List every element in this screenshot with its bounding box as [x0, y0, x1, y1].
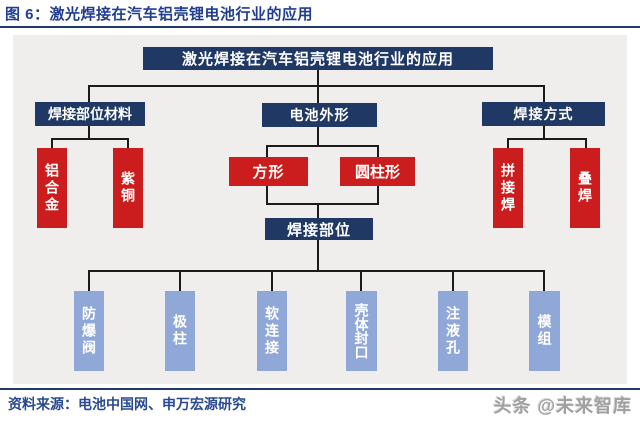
leaf-node-aluminum-alloy: 铝合金 [37, 148, 67, 228]
leaf-node-explosion-proof-valve: 防爆阀 [74, 291, 104, 371]
connector-copper-drop [127, 138, 129, 149]
connector-parts-horizontal [88, 270, 545, 272]
branch-node-weld-part: 焊接部位 [265, 218, 373, 240]
root-node: 激光焊接在汽车铝壳锂电池行业的应用 [143, 47, 493, 70]
branch-node-weld-materials: 焊接部位材料 [35, 102, 145, 126]
toutiao-watermark: 头条 @未来智库 [493, 396, 632, 416]
source-note: 资料来源：电池中国网、申万宏源研究 [8, 396, 246, 412]
connector-part6-drop [543, 270, 545, 291]
connector-part4-drop [360, 270, 362, 291]
connector-center-drop [317, 85, 319, 104]
footer-divider [0, 388, 640, 390]
connector-root-down [317, 70, 319, 86]
connector-weldpart-up [317, 203, 319, 218]
connector-shape-down [317, 127, 319, 146]
connector-shape-bottom-horizontal [266, 203, 379, 205]
connector-weldpart-down [317, 240, 319, 271]
connector-materials-horizontal [51, 138, 129, 140]
figure-title: 图 6：激光焊接在汽车铝壳锂电池行业的应用 [5, 6, 314, 23]
leaf-node-injection-hole: 注液孔 [438, 291, 468, 371]
connector-part1-drop [88, 270, 90, 291]
leaf-node-lap-weld: 叠焊 [570, 148, 600, 228]
connector-methods-horizontal [507, 138, 587, 140]
connector-left-drop [88, 85, 90, 103]
leaf-node-cylindrical: 圆柱形 [340, 157, 415, 186]
connector-alualloy-drop [51, 138, 53, 149]
connector-part3-drop [271, 270, 273, 291]
leaf-node-module: 模组 [529, 291, 560, 371]
leaf-node-butt-weld: 拼接焊 [493, 148, 523, 228]
connector-right-drop [543, 85, 545, 103]
branch-node-battery-shape: 电池外形 [262, 103, 377, 127]
connector-methods-down [543, 125, 545, 138]
branch-node-weld-method: 焊接方式 [482, 102, 605, 126]
title-divider [0, 26, 640, 28]
leaf-node-square: 方形 [229, 157, 308, 186]
connector-buttweld-drop [507, 138, 509, 149]
connector-materials-down [88, 125, 90, 138]
connector-lapweld-drop [585, 138, 587, 149]
connector-shape-top-horizontal [266, 145, 379, 147]
connector-level1-horizontal [88, 85, 545, 87]
connector-part2-drop [179, 270, 181, 291]
connector-part5-drop [452, 270, 454, 291]
leaf-node-copper: 紫铜 [113, 148, 143, 228]
leaf-node-pole: 极柱 [165, 291, 195, 371]
leaf-node-shell-seal: 壳体封口 [346, 291, 377, 371]
leaf-node-soft-connection: 软连接 [257, 291, 287, 371]
